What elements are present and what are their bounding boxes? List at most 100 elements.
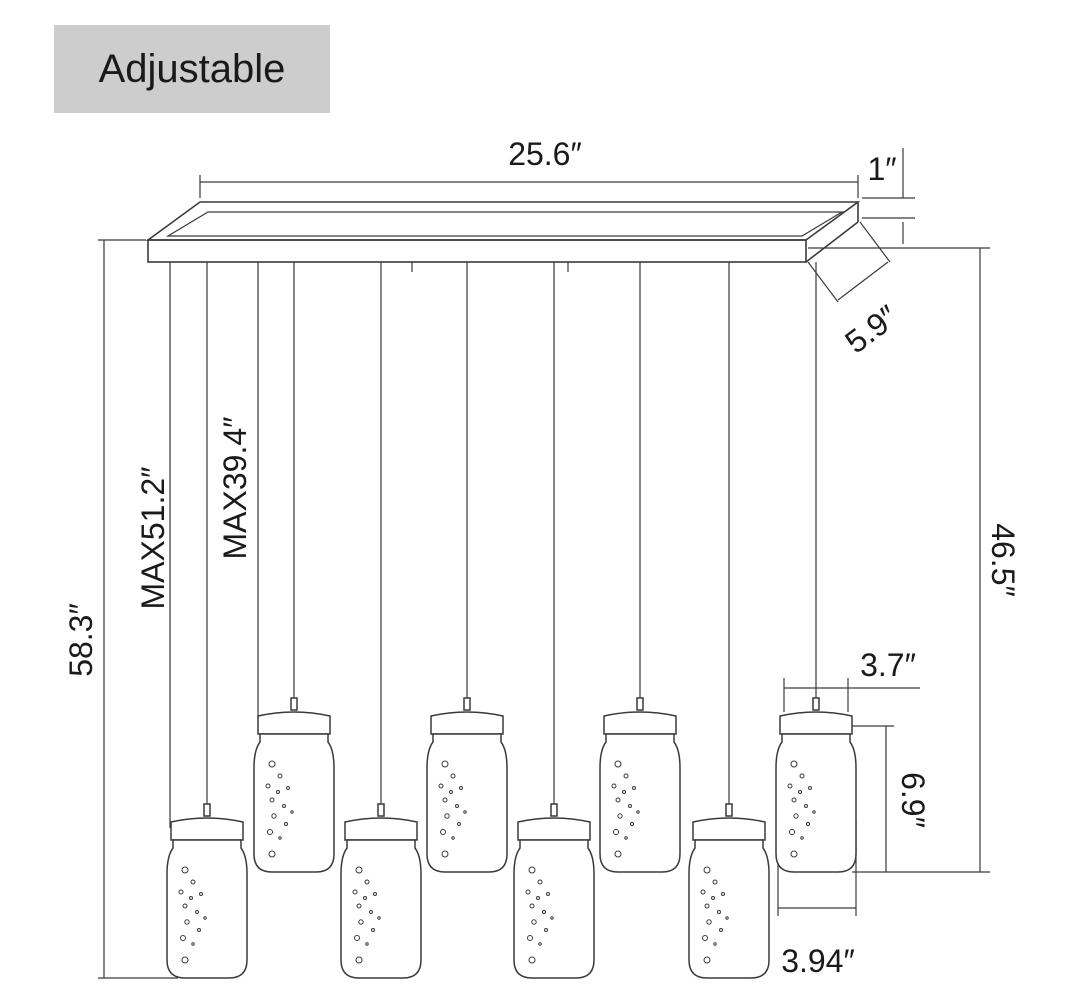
jar-body: [340, 839, 422, 979]
canopy-depth-dimension: 5.9″: [807, 221, 904, 360]
jar-bubble: [636, 810, 640, 814]
jar-bubble: [800, 836, 804, 840]
jar-bubble: [184, 919, 190, 925]
jar-height-dimension: 6.9″: [852, 725, 931, 872]
jar-bubble: [538, 942, 542, 946]
adjustable-badge: Adjustable: [54, 25, 330, 113]
canopy: [145, 201, 861, 272]
jar-bubble: [459, 786, 463, 790]
max-short-cord-label: MAX39.4″: [217, 417, 253, 560]
jar-bubble: [265, 783, 271, 789]
jar-lid: [603, 711, 677, 735]
right-height-dimension: 46.5″: [808, 247, 1021, 873]
overall-height-dimension: 58.3″: [63, 239, 178, 979]
canopy-depth-label: 5.9″: [838, 298, 904, 360]
jar-body: [426, 733, 508, 873]
jar-bubble: [790, 850, 798, 858]
cord-connector: [725, 803, 733, 817]
jar-bubble: [191, 942, 195, 946]
jar-bubble: [463, 810, 467, 814]
jar-bubble: [181, 956, 189, 964]
jar-bubble: [799, 773, 805, 779]
jar-bubble: [457, 822, 461, 826]
jar-bubble: [352, 889, 358, 895]
jar-bubble: [622, 790, 626, 794]
jar-bubble: [356, 903, 362, 909]
jar-bubble: [617, 813, 623, 819]
max-short-cord-dimension: MAX39.4″: [217, 262, 286, 719]
jar-body: [775, 733, 857, 873]
jar-bubble: [704, 903, 710, 909]
canopy-length-dimension: 25.6″: [199, 136, 859, 198]
jar-bubble: [278, 836, 282, 840]
jar-bubble: [812, 810, 816, 814]
jar-bubble: [190, 879, 196, 885]
pendant-jar: [775, 262, 857, 873]
cord-connector: [636, 697, 644, 711]
jar-bubble: [611, 783, 617, 789]
jar-lid: [344, 817, 418, 841]
jar-bubble: [542, 910, 546, 914]
jar-bubble: [189, 896, 193, 900]
jar-bubble: [712, 879, 718, 885]
jar-bubble: [268, 760, 276, 768]
jar-bubble: [364, 879, 370, 885]
jar-bubble: [438, 783, 444, 789]
jar-bubble: [808, 786, 812, 790]
jar-bubble: [358, 919, 364, 925]
jar-bubble: [268, 850, 276, 858]
jar-bubble: [804, 804, 808, 808]
jar-bubble: [199, 892, 203, 896]
adjustable-label: Adjustable: [98, 46, 286, 91]
jar-bubble: [441, 850, 449, 858]
jar-bubble: [798, 790, 802, 794]
jar-lid: [430, 711, 504, 735]
canopy-height-dimension: 1″: [862, 148, 915, 244]
jar-bubble: [713, 942, 717, 946]
jar-bubble: [451, 836, 455, 840]
jar-bubble: [271, 813, 277, 819]
jar-height-label: 6.9″: [895, 772, 931, 828]
jar-bubble: [284, 822, 288, 826]
jar-bubble: [717, 910, 721, 914]
jar-bubble: [528, 866, 536, 874]
jar-bubble: [630, 822, 634, 826]
jar-bubble: [444, 813, 450, 819]
jar-bubble: [377, 916, 381, 920]
jar-bubble: [442, 797, 448, 803]
jar-bubble: [628, 804, 632, 808]
jar-lid: [517, 817, 591, 841]
jar-bubble: [527, 935, 533, 941]
jar-bubble: [536, 896, 540, 900]
jar-bubble: [614, 850, 622, 858]
jar-bubble: [529, 903, 535, 909]
jar-top-width-dimension: 3.7″: [783, 647, 920, 712]
pendant-jar: [340, 262, 422, 979]
pendant-jar: [166, 262, 248, 979]
jar-lid: [170, 817, 244, 841]
jar-bubble: [277, 773, 283, 779]
jar-bubble: [789, 829, 795, 835]
jar-bubble: [373, 892, 377, 896]
jar-body: [599, 733, 681, 873]
cord-connector: [812, 697, 820, 711]
pendant-jar: [513, 262, 595, 979]
right-height-label: 46.5″: [985, 523, 1021, 597]
jar-bubble: [531, 919, 537, 925]
jar-bubble: [365, 942, 369, 946]
jar-bubble: [282, 804, 286, 808]
jar-bubble: [790, 760, 798, 768]
jar-bubble: [181, 866, 189, 874]
jar-bubble: [195, 910, 199, 914]
jar-bubble: [276, 790, 280, 794]
jar-bubble: [203, 916, 207, 920]
jar-bubble: [787, 783, 793, 789]
jar-body: [166, 839, 248, 979]
jar-bubble: [525, 889, 531, 895]
jar-bubble: [711, 896, 715, 900]
jar-bubble: [544, 928, 548, 932]
pendant-jar: [426, 262, 508, 873]
jar-bubble: [363, 896, 367, 900]
jar-bubble: [369, 910, 373, 914]
